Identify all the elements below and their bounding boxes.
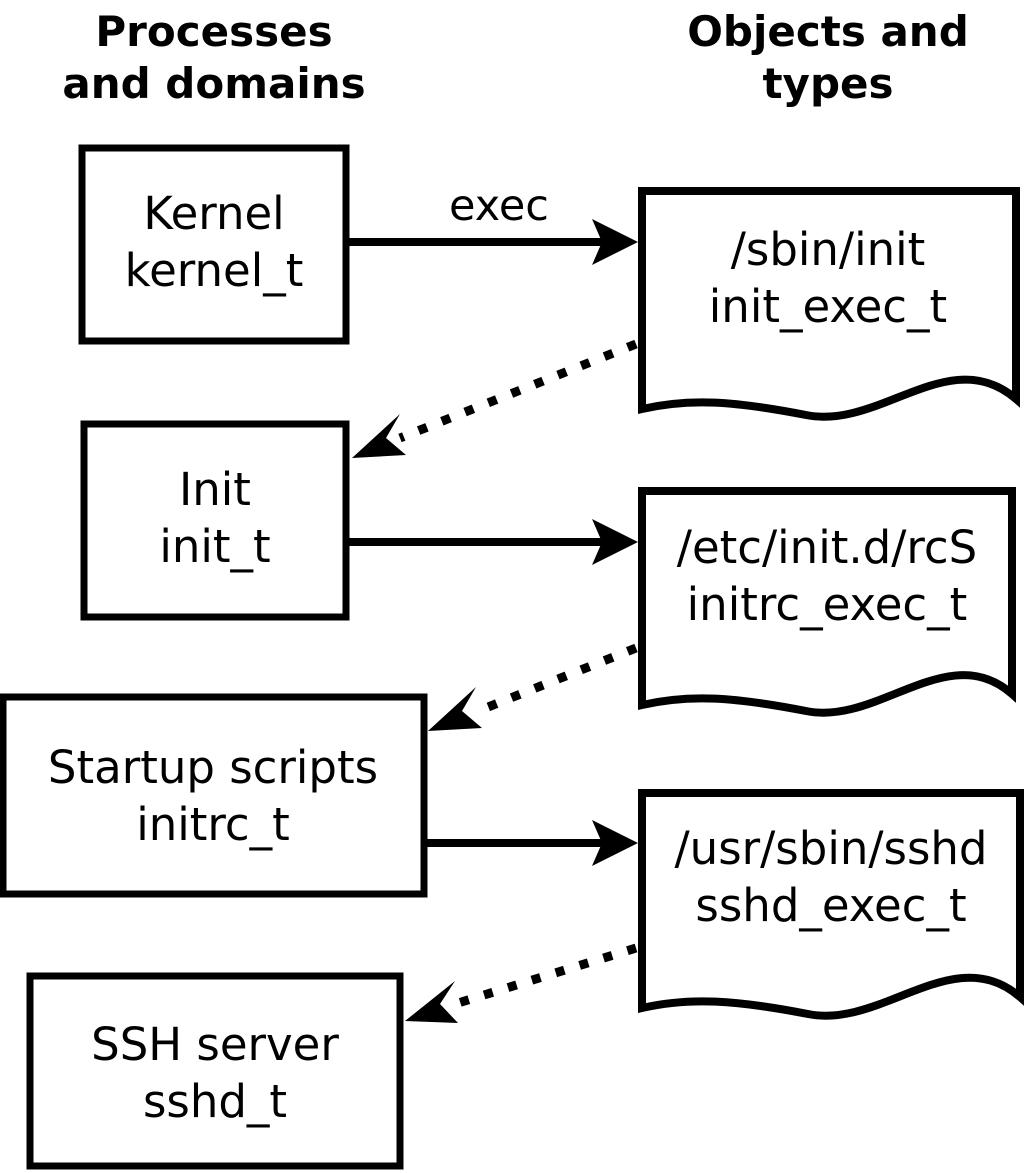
edge-initrc-exec-sshd (427, 820, 638, 866)
arrowhead-initrcexec-initrc (428, 687, 482, 731)
edge-initexec-to-init (352, 339, 638, 458)
arrowhead-init-initrc (592, 519, 638, 565)
process-label-init: Init (179, 463, 251, 516)
edge-label-exec: exec (449, 181, 549, 231)
object-doc-initrc-exec[interactable] (638, 487, 1016, 717)
process-box-kernel[interactable] (78, 144, 350, 345)
column-heading-objects: Objects and types (687, 7, 969, 108)
process-label-sshd: SSH server (91, 1018, 339, 1071)
edge-kernel-exec-init: exec (349, 181, 638, 265)
edge-line-initrcexec-initrc (476, 643, 638, 716)
process-node-initrc[interactable]: Startup scripts initrc_t (0, 693, 428, 898)
object-label-sshd-exec: /usr/sbin/sshd (675, 822, 988, 875)
process-node-init[interactable]: Init init_t (80, 420, 350, 621)
object-doc-sshd-exec[interactable] (638, 789, 1024, 1020)
arrowhead-initexec-init (352, 414, 406, 458)
process-label-kernel: Kernel (143, 187, 284, 240)
heading-processes-line2: and domains (62, 59, 365, 108)
heading-objects-line1: Objects and (687, 7, 969, 56)
object-label-initrc-exec: /etc/init.d/rcS (677, 521, 977, 574)
heading-processes-line1: Processes (95, 7, 332, 56)
object-label-init-exec: /sbin/init (731, 223, 926, 276)
process-type-initrc: initrc_t (136, 798, 290, 851)
edge-line-initexec-init (398, 339, 638, 443)
process-node-sshd[interactable]: SSH server sshd_t (26, 972, 404, 1170)
process-box-init[interactable] (80, 420, 350, 621)
edge-initrcexec-to-initrc (428, 643, 638, 731)
process-type-sshd: sshd_t (143, 1075, 287, 1128)
arrowhead-sshdexec-sshd (405, 981, 458, 1023)
object-type-initrc-exec: initrc_exec_t (687, 578, 968, 631)
object-node-initrc-exec[interactable]: /etc/init.d/rcS initrc_exec_t (638, 487, 1016, 717)
process-box-initrc[interactable] (0, 693, 428, 898)
process-type-init: init_t (159, 520, 270, 573)
object-node-init-exec[interactable]: /sbin/init init_exec_t (638, 187, 1020, 421)
object-node-sshd-exec[interactable]: /usr/sbin/sshd sshd_exec_t (638, 789, 1024, 1020)
object-type-init-exec: init_exec_t (709, 280, 947, 333)
object-doc-init-exec[interactable] (638, 187, 1020, 421)
heading-objects-line2: types (762, 59, 893, 108)
arrowhead-initrc-sshd (592, 820, 638, 866)
arrowhead-kernel-exec (592, 219, 638, 265)
process-box-sshd[interactable] (26, 972, 404, 1170)
edge-sshdexec-to-sshd (405, 943, 638, 1023)
column-heading-processes: Processes and domains (62, 7, 365, 108)
process-label-initrc: Startup scripts (48, 741, 378, 794)
object-type-sshd-exec: sshd_exec_t (695, 879, 966, 932)
edge-line-sshdexec-sshd (453, 943, 638, 1009)
process-type-kernel: kernel_t (125, 244, 304, 297)
process-node-kernel[interactable]: Kernel kernel_t (78, 144, 350, 345)
edge-init-exec-initrc (349, 519, 638, 565)
